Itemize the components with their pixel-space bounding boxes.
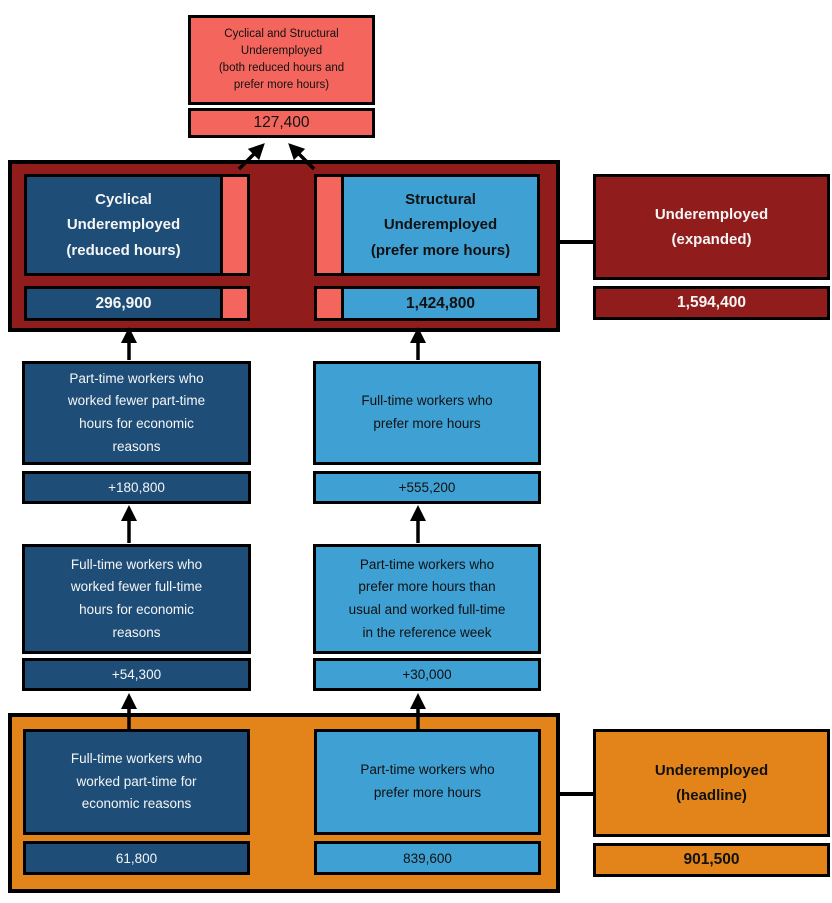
combined-underemployed-value: 127,400 [253, 114, 310, 131]
structural-add-reference-week-value: +30,000 [402, 667, 452, 682]
cyclical-underemployed-box: Cyclical Underemployed (reduced hours) [24, 174, 250, 276]
structural-add-reference-week-label-box: Part-time workers who prefer more hours … [313, 544, 541, 654]
expanded-total-label: Underemployed (expanded) [654, 205, 769, 249]
headline-total-value: 901,500 [683, 851, 740, 868]
structural-add-reference-week-label: Part-time workers who prefer more hours … [348, 556, 506, 640]
structural-underemployed-value: 1,424,800 [406, 294, 475, 312]
structural-add-full-time-label-box: Full-time workers who prefer more hours [313, 361, 541, 465]
cyclical-add-part-time-label-box: Part-time workers who worked fewer part-… [22, 361, 251, 465]
structural-add-full-time-value-box: +555,200 [313, 471, 541, 504]
headline-structural-value: 839,600 [403, 850, 452, 866]
structural-add-full-time-label: Full-time workers who prefer more hours [361, 393, 493, 431]
structural-add-full-time-value: +555,200 [398, 480, 456, 495]
headline-total-label-box: Underemployed (headline) [593, 729, 830, 837]
headline-structural-value-box: 839,600 [314, 841, 541, 875]
expanded-total-value: 1,594,400 [677, 294, 746, 311]
structural-add-reference-week-value-box: +30,000 [313, 658, 541, 691]
cyclical-add-part-time-value: +180,800 [108, 480, 165, 495]
cyclical-add-full-time-value: +54,300 [111, 667, 162, 682]
headline-cyclical-value-box: 61,800 [23, 841, 250, 875]
cyclical-value-cell: 296,900 [27, 289, 220, 318]
headline-cyclical-value: 61,800 [115, 850, 158, 866]
cyclical-overlap-strip [220, 177, 247, 273]
headline-structural-label: Part-time workers who prefer more hours [360, 762, 495, 800]
combined-underemployed-label: Cyclical and Structural Underemployed (b… [218, 27, 345, 92]
cyclical-add-full-time-value-box: +54,300 [22, 658, 251, 691]
headline-total-value-box: 901,500 [593, 843, 830, 877]
structural-underemployed-label: Structural Underemployed (prefer more ho… [370, 190, 511, 259]
cyclical-underemployed-value-box: 296,900 [24, 286, 250, 321]
cyclical-add-part-time-label: Part-time workers who worked fewer part-… [67, 370, 206, 454]
headline-total-label: Underemployed (headline) [654, 761, 769, 805]
cyclical-underemployed-value: 296,900 [95, 294, 152, 312]
structural-overlap-strip-small [317, 289, 344, 318]
expanded-total-label-box: Underemployed (expanded) [593, 174, 830, 280]
structural-underemployed-box: Structural Underemployed (prefer more ho… [314, 174, 540, 276]
headline-cyclical-label-box: Full-time workers who worked part-time f… [23, 729, 250, 835]
expanded-total-value-box: 1,594,400 [593, 286, 830, 320]
structural-value-cell: 1,424,800 [344, 289, 537, 318]
cyclical-add-full-time-label: Full-time workers who worked fewer full-… [70, 556, 203, 640]
combined-underemployed-value-box: 127,400 [188, 108, 375, 138]
headline-cyclical-label: Full-time workers who worked part-time f… [70, 750, 203, 812]
combined-underemployed-label-box: Cyclical and Structural Underemployed (b… [188, 15, 375, 105]
structural-underemployed-cell: Structural Underemployed (prefer more ho… [344, 177, 537, 273]
headline-structural-label-box: Part-time workers who prefer more hours [314, 729, 541, 835]
cyclical-add-part-time-value-box: +180,800 [22, 471, 251, 504]
structural-underemployed-value-box: 1,424,800 [314, 286, 540, 321]
structural-overlap-strip [317, 177, 344, 273]
cyclical-underemployed-cell: Cyclical Underemployed (reduced hours) [27, 177, 220, 273]
cyclical-underemployed-label: Cyclical Underemployed (reduced hours) [66, 190, 181, 259]
cyclical-overlap-strip-small [220, 289, 247, 318]
cyclical-add-full-time-label-box: Full-time workers who worked fewer full-… [22, 544, 251, 654]
